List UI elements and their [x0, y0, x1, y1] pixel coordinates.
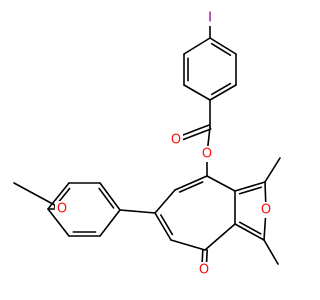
furan-oxygen-atom: O [259, 202, 273, 218]
bond-b6-b1 [99, 209, 121, 237]
atom-label-layer: I O O O O O [55, 10, 273, 278]
double-bond-inner-a3-a4 [210, 82, 232, 96]
bond-layer [13, 17, 281, 271]
ester-carbonyl-oxygen-label: O [171, 133, 181, 148]
double-bond-inner-s1-s2 [178, 181, 204, 193]
bond-a6-a1 [183, 37, 211, 55]
double-bond-inner-s7-fC1 [238, 186, 263, 195]
furan-oxygen-label: O [261, 203, 271, 218]
methoxy-oxygen-label: O [57, 202, 67, 217]
bond-s4-s5 [170, 239, 206, 251]
ester-carbonyl-oxygen-atom: O [169, 132, 183, 148]
bond-b3-b4 [47, 182, 70, 210]
double-bond-inner-a1-a2 [210, 42, 232, 57]
double-bond-inner-b1-b2 [98, 187, 115, 209]
ester-oxygen-atom: O [200, 146, 214, 162]
bond-a1-a2 [209, 37, 237, 55]
bond-a4-a5 [183, 84, 211, 101]
double-bond-inner-fC3-s6 [239, 221, 262, 235]
iodine-atom: I [204, 10, 216, 26]
ketone-oxygen-atom: O [197, 262, 211, 278]
bond-s2-s3 [154, 189, 176, 214]
structure-canvas: I O O O O O [13, 10, 281, 278]
bond-fC3-s6 [234, 223, 265, 241]
bond-a3-a4 [209, 84, 237, 101]
bond-s3-b1 [119, 209, 156, 214]
double-bond-inner-s3-s4 [160, 214, 174, 236]
bond-fC1-m1 [264, 157, 281, 183]
molecule-drawing: I O O O O O [13, 10, 281, 278]
bond-fC3-m3 [263, 239, 279, 265]
bond-s3-s4 [154, 212, 172, 241]
ketone-oxygen-label: O [199, 263, 209, 278]
bond-s1-s2 [174, 175, 208, 191]
bond-s7-fC1 [234, 181, 266, 192]
bond-s7-s1 [206, 175, 236, 192]
bond-b1-b2 [99, 182, 121, 211]
ester-oxygen-label: O [202, 147, 212, 162]
bond-Om-Me [13, 182, 63, 210]
iodine-label: I [208, 11, 212, 26]
bond-b4-b5 [47, 208, 70, 237]
bond-s5-s6 [204, 223, 236, 251]
methoxy-oxygen-atom: O [55, 201, 69, 217]
